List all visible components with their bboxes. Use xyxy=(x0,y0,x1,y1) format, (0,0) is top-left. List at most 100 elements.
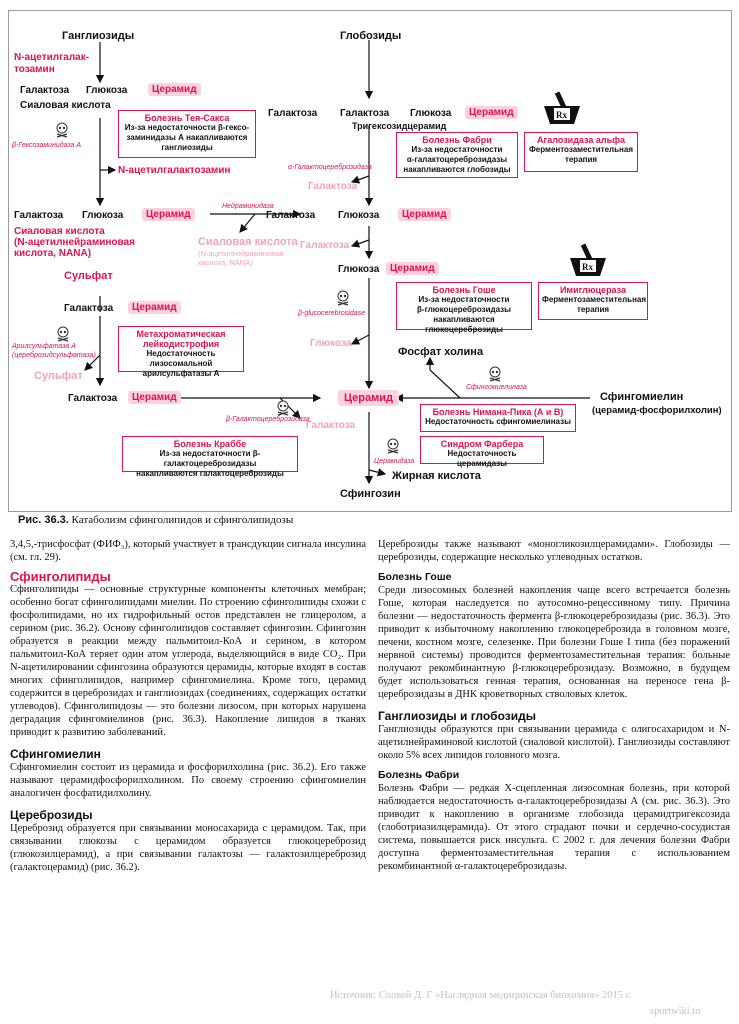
galactose-out-3: Галактоза xyxy=(306,420,356,431)
tay-sachs-title: Болезнь Тея-Сакса xyxy=(144,113,230,123)
tay-sachs-box: Болезнь Тея-Сакса Из-за недостаточности … xyxy=(118,110,256,158)
paragraph-cerebrosides: Цереброзид образуется при связывании мон… xyxy=(10,823,366,873)
paragraph-top: Цереброзиды также называют «моногликозил… xyxy=(378,539,730,563)
galactose-out-2: Галактоза xyxy=(300,240,350,251)
beta-galactocerebrosidase-label: β-Галактоцереброзидаза xyxy=(226,416,310,423)
skull-icon-4 xyxy=(277,400,289,416)
krabbe-box: Болезнь Краббе Из-за недостаточности β-г… xyxy=(122,436,298,478)
heading-gaucher: Болезнь Гоше xyxy=(378,571,452,583)
sulfate-out: Сульфат xyxy=(34,370,83,382)
niemann-pick-title: Болезнь Нимана-Пика (А и В) xyxy=(432,407,564,417)
galactose-out: Галактоза xyxy=(308,181,358,192)
figure-caption: Рис. 36.3. Катаболизм сфинголипидов и сф… xyxy=(18,514,293,526)
farber-title: Синдром Фарбера xyxy=(440,439,524,449)
ceramide-tag-3: Церамид xyxy=(386,262,439,275)
sphingomyelinase-label: Сфингомиелиназа xyxy=(466,384,527,391)
krabbe-title: Болезнь Краббе xyxy=(173,439,247,449)
agalsidase-box: Агалозидаза альфа Ферментозаместительная… xyxy=(524,132,638,172)
imiglucerase-title: Имиглюцераза xyxy=(559,285,627,295)
glucose-ceramide-label: Глюкоза xyxy=(338,264,380,275)
n-acetylgalactosamine-label: N-ацетилгалак- тозамин xyxy=(14,52,90,75)
neuraminidase-label: Нейраминидаза xyxy=(222,203,274,210)
sphingomyelin-sub: (церамид-фосфорилхолин) xyxy=(592,405,722,416)
glucose-globoside: Глюкоза xyxy=(410,108,452,119)
left-column: 3,4,5,-трисфосфат (ФИФ₃), который участв… xyxy=(10,538,366,874)
niemann-pick-text: Недостаточность сфингомиелиназы xyxy=(425,417,571,426)
alpha-galactocerebrosidase-label: α-Галактоцереброзидаза xyxy=(288,164,372,171)
beta-hexosaminidase-label: β-Гексозаминидаза А xyxy=(12,142,82,149)
imiglucerase-box: Имиглюцераза Ферментозаместительная тера… xyxy=(538,282,648,320)
right-column: Цереброзиды также называют «моногликозил… xyxy=(378,538,730,873)
sphingomyelin-label: Сфингомиелин xyxy=(600,391,684,403)
ceramide-tag-globo-2: Церамид xyxy=(398,208,451,221)
skull-icon-3 xyxy=(57,326,69,342)
caption-text: Катаболизм сфинголипидов и сфинголипидоз… xyxy=(71,514,294,526)
imiglucerase-text: Ферментозаместительная терапия xyxy=(542,295,647,314)
gaucher-box: Болезнь Гоше Из-за недостаточности β-глю… xyxy=(396,282,532,334)
skull-icon-2 xyxy=(337,290,349,306)
galactose-sulfatide: Галактоза xyxy=(64,303,114,314)
gaucher-title: Болезнь Гоше xyxy=(432,285,496,295)
fatty-acid-label: Жирная кислота xyxy=(392,470,481,482)
paragraph-sphingolipids: Сфинголипиды — основные структурные комп… xyxy=(10,584,366,738)
heading-sphingolipids: Сфинголипиды xyxy=(10,569,111,584)
intro-paragraph: 3,4,5,-трисфосфат (ФИФ₃), который участв… xyxy=(10,539,366,563)
agalsidase-text: Ферментозаместительная терапия xyxy=(528,145,634,164)
farber-text: Недостаточность церамидазы xyxy=(447,449,517,468)
gangliosides-label: Ганглиозиды xyxy=(62,30,135,42)
arylsulfatase-label: Арилсульфатаза А (цереброзидсульфатаза) xyxy=(12,343,96,359)
skull-icon xyxy=(56,122,68,138)
galactose-krabbe: Галактоза xyxy=(68,393,118,404)
tay-sachs-text: Из-за недостаточности β-гексо- заминидаз… xyxy=(124,123,250,152)
paragraph-sphingomyelin: Сфингомиелин состоит из церамида и фосфо… xyxy=(10,762,366,799)
source-note: Источник: Солвей Д. Г «Наглядная медицин… xyxy=(330,990,632,1001)
glucose-out: Глюкоза xyxy=(310,338,352,349)
gaucher-text: Из-за недостаточности β-глюкоцереброзида… xyxy=(417,295,511,334)
galactose-ganglio-2: Галактоза xyxy=(14,210,64,221)
krabbe-text: Из-за недостаточности β-галактоцеребрози… xyxy=(136,449,284,478)
mortar-pestle-icon-2: Rx xyxy=(570,243,606,276)
skull-icon-5 xyxy=(489,366,501,382)
beta-glucocerebrosidase-label: β-glucocerebrosidase xyxy=(298,310,366,317)
paragraph-gangliosides: Ганглиозиды образуются при связывании це… xyxy=(378,724,730,761)
globosides-label: Глобозиды xyxy=(340,30,402,42)
heading-cerebrosides: Цереброзиды xyxy=(10,808,93,822)
sialic-acid-label: Сиаловая кислота xyxy=(20,100,111,111)
glucose-label: Глюкоза xyxy=(86,85,128,96)
ceramide-tag-4: Церамид xyxy=(128,301,181,314)
rx-text-2: Rx xyxy=(582,262,593,272)
heading-sphingomyelin: Сфингомиелин xyxy=(10,747,101,761)
ceramide-tag: Церамид xyxy=(148,83,201,96)
mortar-pestle-icon: Rx xyxy=(544,91,580,124)
ceramide-tag-5: Церамид xyxy=(128,391,181,404)
glucose-ganglio-2: Глюкоза xyxy=(82,210,124,221)
sphingosine-label: Сфингозин xyxy=(340,488,401,500)
glucose-globo-2: Глюкоза xyxy=(338,210,380,221)
galactose-globo-2: Галактоза xyxy=(266,210,316,221)
paragraph-gaucher: Среди лизосомных болезней накопления чащ… xyxy=(378,585,730,700)
pathway-arrows xyxy=(84,40,590,485)
n-acetylgalactosamine-out: N-ацетилгалактозамин xyxy=(118,165,231,176)
fabry-text: Из-за недостаточности α-галактоцеребрози… xyxy=(403,145,511,174)
ceramide-central: Церамид xyxy=(338,390,400,406)
caption-label: Рис. 36.3. xyxy=(18,514,69,526)
heading-gangliosides: Ганглиозиды и глобозиды xyxy=(378,709,536,723)
sialic-acid-out: Сиаловая кислота xyxy=(198,236,298,248)
sialic-acid-nana: Сиаловая кислота (N-ацетилнейраминовая к… xyxy=(14,226,135,259)
site-watermark: sportwiki.to xyxy=(650,1006,701,1017)
skull-icon-6 xyxy=(387,438,399,454)
sulfate-label: Сульфат xyxy=(64,270,113,282)
ceramidase-label: Церамидаза xyxy=(374,458,415,465)
mld-text: Недостаточность лизосомальной арилсульфа… xyxy=(142,349,220,378)
ceramide-tag-globoside: Церамид xyxy=(465,106,518,119)
ceramide-tag-2: Церамид xyxy=(142,208,195,221)
trihexosylceramide-label: Тригексозидцерамид xyxy=(352,121,447,131)
heading-fabry: Болезнь Фабри xyxy=(378,769,460,781)
mld-title: Метахроматическая лейкодистрофия xyxy=(136,329,226,349)
fabry-title: Болезнь Фабри xyxy=(422,135,492,145)
sialic-acid-out-sub: (N-ацетилнейраминовая кислота, NANA) xyxy=(198,249,284,267)
phosphocholine-label: Фосфат холина xyxy=(398,346,484,358)
rx-text: Rx xyxy=(556,110,567,120)
galactose-globoside-2: Галактоза xyxy=(340,108,390,119)
galactose-label: Галактоза xyxy=(20,85,70,96)
